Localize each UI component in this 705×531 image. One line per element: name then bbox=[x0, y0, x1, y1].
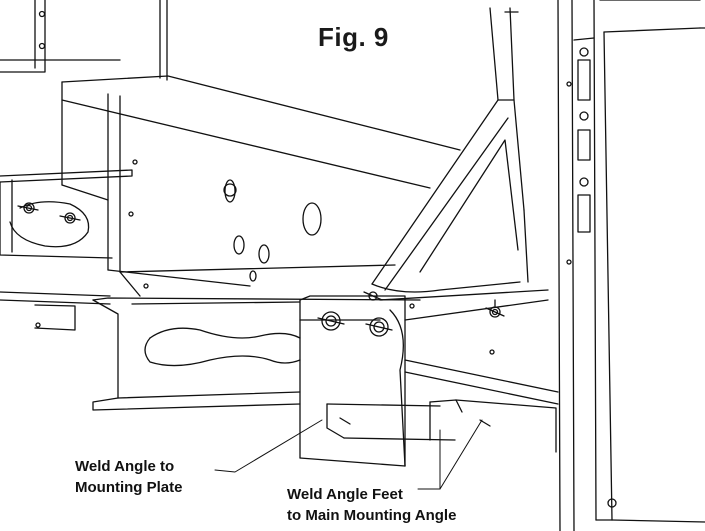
diagonal-gusset bbox=[371, 7, 529, 293]
left-channel bbox=[0, 169, 133, 331]
callout-weld-angle-feet: Weld Angle Feet to Main Mounting Angle bbox=[287, 484, 456, 526]
main-housing bbox=[61, 75, 461, 297]
callout-weld-angle: Weld Angle to Mounting Plate bbox=[75, 456, 183, 498]
figure-title: Fig. 9 bbox=[318, 22, 389, 52]
weld-angle bbox=[326, 403, 456, 441]
callout-text-line: to Main Mounting Angle bbox=[287, 507, 457, 524]
rear-frame-panels bbox=[0, 0, 168, 81]
front-channel bbox=[92, 297, 421, 411]
mounting-plate bbox=[299, 289, 549, 467]
main-mounting-angle bbox=[404, 359, 559, 453]
right-column bbox=[557, 0, 705, 531]
plate-bolts bbox=[317, 291, 505, 337]
callout-text-line: Weld Angle to bbox=[75, 458, 175, 475]
leader-lines bbox=[214, 419, 483, 490]
callout-text-line: Weld Angle Feet bbox=[287, 486, 403, 503]
callout-text-line: Mounting Plate bbox=[75, 479, 183, 496]
